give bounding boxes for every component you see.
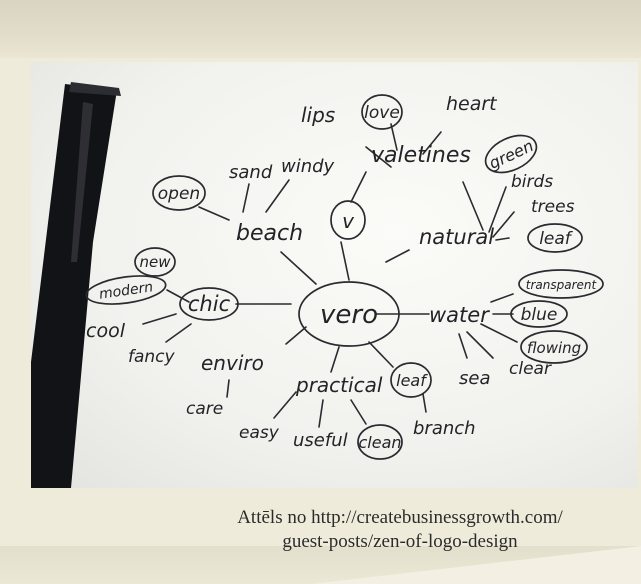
word-green: green [486, 136, 536, 173]
caption-line-1: Attēls no http://createbusinessgrowth.co… [237, 507, 563, 528]
word-useful: useful [293, 430, 348, 451]
word-v: v [342, 209, 355, 233]
word-fancy: fancy [128, 347, 176, 367]
mind-map-words: vero valetines lips love heart v beach s… [86, 93, 598, 452]
mind-map-drawing: vero valetines lips love heart v beach s… [31, 82, 604, 488]
word-love: love [364, 103, 400, 123]
word-flowing: flowing [527, 339, 581, 357]
word-trees: trees [531, 197, 575, 217]
word-sand: sand [229, 162, 273, 183]
pen-illustration [31, 82, 121, 488]
word-clear: clear [509, 359, 552, 379]
word-transparent: transparent [526, 278, 598, 292]
word-care: care [186, 399, 223, 419]
word-beach: beach [236, 221, 303, 246]
image-caption: Attēls no http://createbusinessgrowth.co… [160, 506, 640, 554]
word-sea: sea [459, 368, 490, 389]
word-natural: natural [419, 225, 494, 249]
mind-map-connections [142, 123, 518, 428]
bottom-background-band [0, 546, 641, 584]
word-leaf-top: leaf [539, 229, 574, 249]
word-clean: clean [358, 433, 401, 452]
word-heart: heart [446, 93, 498, 115]
caption-line-2: guest-posts/zen-of-logo-design [282, 531, 518, 552]
word-enviro: enviro [201, 351, 264, 375]
word-valentines: valetines [371, 143, 471, 168]
word-cool: cool [86, 320, 126, 342]
word-chic: chic [188, 292, 231, 316]
word-water: water [429, 303, 490, 327]
word-birds: birds [511, 172, 553, 192]
word-blue: blue [521, 305, 558, 325]
word-lips: lips [301, 103, 335, 127]
mind-map-photo: vero valetines lips love heart v beach s… [31, 62, 638, 488]
word-new: new [139, 253, 171, 271]
word-easy: easy [239, 423, 280, 443]
word-open: open [158, 184, 200, 204]
word-windy: windy [281, 156, 335, 177]
word-leaf-bottom: leaf [396, 371, 428, 390]
word-modern: modern [98, 279, 154, 302]
word-center: vero [320, 300, 378, 330]
mind-map-ovals [85, 94, 604, 460]
word-practical: practical [295, 373, 383, 397]
word-branch: branch [413, 418, 476, 439]
top-background-band [0, 0, 641, 58]
